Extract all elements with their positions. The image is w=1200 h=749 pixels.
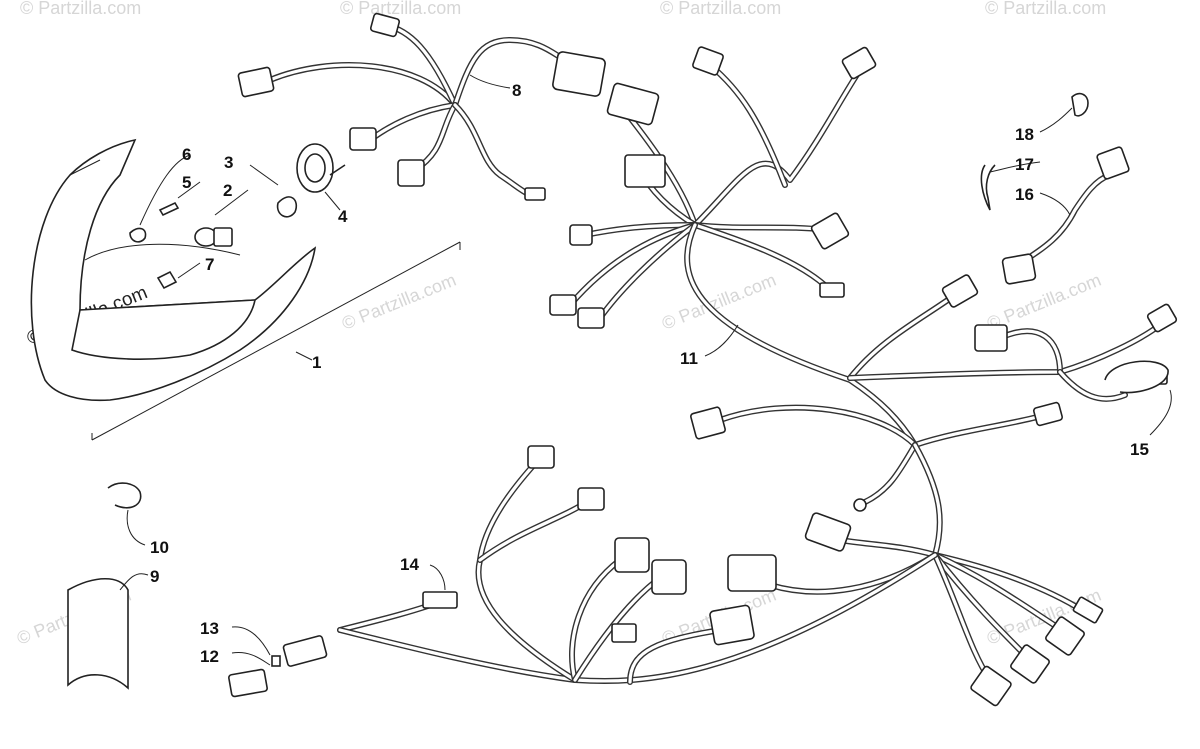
- connector-icon: [941, 274, 979, 308]
- callout-3: 3: [224, 153, 233, 172]
- watermark: © Partzilla.com: [659, 270, 779, 334]
- connector-icon: [237, 66, 275, 98]
- callout-16: 16: [1015, 185, 1034, 204]
- split-ring-icon: [107, 482, 142, 509]
- connector-icon: [524, 187, 546, 201]
- connector-icon: [1032, 401, 1064, 427]
- connector-icon: [282, 635, 328, 667]
- connector-icon: [1072, 596, 1104, 624]
- callout-14: 14: [400, 555, 419, 574]
- callout-9: 9: [150, 567, 159, 586]
- screw-icon: [158, 201, 180, 217]
- connector-icon: [527, 445, 555, 469]
- loop-icon: [1104, 360, 1169, 394]
- connector-icon: [577, 307, 605, 329]
- callout-11: 11: [680, 349, 698, 368]
- connector-icon: [552, 51, 606, 97]
- connector-icon: [577, 487, 605, 511]
- connector-icon: [690, 406, 726, 440]
- connector-icon: [397, 159, 425, 187]
- connector-icon: [819, 282, 845, 298]
- ring-terminal-icon: [853, 498, 867, 512]
- cable-tie-icon: [980, 164, 996, 211]
- connector-icon: [349, 127, 377, 151]
- connector-icon: [970, 665, 1012, 707]
- connector-icon: [1146, 303, 1178, 333]
- callout-1: 1: [312, 353, 321, 372]
- cap-icon: [228, 668, 268, 698]
- callout-8: 8: [512, 81, 521, 100]
- callout-13: 13: [200, 619, 219, 638]
- connector-icon: [810, 212, 850, 250]
- callout-4: 4: [338, 207, 348, 226]
- connector-icon: [1096, 146, 1130, 180]
- connector-icon: [606, 82, 660, 126]
- connector-icon: [1001, 253, 1037, 285]
- watermark: © Partzilla.com: [339, 270, 459, 334]
- connector-icon: [709, 604, 755, 646]
- sleeve-icon: [67, 578, 129, 690]
- callout-2: 2: [223, 181, 232, 200]
- connector-icon: [974, 324, 1008, 352]
- connector-icon: [569, 224, 593, 246]
- terminal-icon: [271, 655, 281, 667]
- watermark: © Partzilla.com: [660, 0, 781, 18]
- connector-icon: [692, 46, 724, 76]
- connector-icon: [614, 537, 650, 573]
- watermark: © Partzilla.com: [340, 0, 461, 18]
- callout-12: 12: [200, 647, 219, 666]
- callout-15: 15: [1130, 440, 1149, 459]
- connector-icon: [804, 512, 852, 552]
- connector-icon: [727, 554, 777, 592]
- callout-17: 17: [1015, 155, 1034, 174]
- watermark: © Partzilla.com: [984, 270, 1104, 334]
- headlight-assembly: [30, 138, 461, 441]
- push-clip-icon: [1071, 92, 1089, 117]
- connector-icon: [841, 46, 877, 80]
- clip-icon: [129, 227, 147, 243]
- small-parts: [67, 92, 1169, 698]
- callout-numbers: 1 2 3 4 5 6 7 8 9 10 11 12 13 14 15 16 1…: [150, 81, 1149, 666]
- connector-icon: [422, 591, 458, 609]
- lower-harness-14: [282, 445, 938, 685]
- connector-icon: [1010, 644, 1050, 684]
- nut-clip-icon: [156, 270, 178, 290]
- callout-18: 18: [1015, 125, 1034, 144]
- retaining-ring-icon: [276, 196, 297, 218]
- connector-icon: [651, 559, 687, 595]
- rubber-boot-icon: [296, 143, 346, 193]
- watermark: © Partzilla.com: [20, 0, 141, 18]
- connector-icon: [611, 623, 637, 643]
- callout-7: 7: [205, 255, 214, 274]
- main-harness-11: [549, 46, 1178, 707]
- watermark: © Partzilla.com: [985, 0, 1106, 18]
- callout-5: 5: [182, 173, 191, 192]
- leader-lines: [119, 74, 1172, 666]
- connector-icon: [369, 12, 401, 38]
- connector-icon: [624, 154, 666, 188]
- connector-icon: [549, 294, 577, 316]
- bulb-icon: [194, 227, 233, 247]
- connector-icon: [1045, 616, 1085, 656]
- callout-6: 6: [182, 145, 191, 164]
- upper-harness-8: [237, 12, 606, 201]
- callout-10: 10: [150, 538, 169, 557]
